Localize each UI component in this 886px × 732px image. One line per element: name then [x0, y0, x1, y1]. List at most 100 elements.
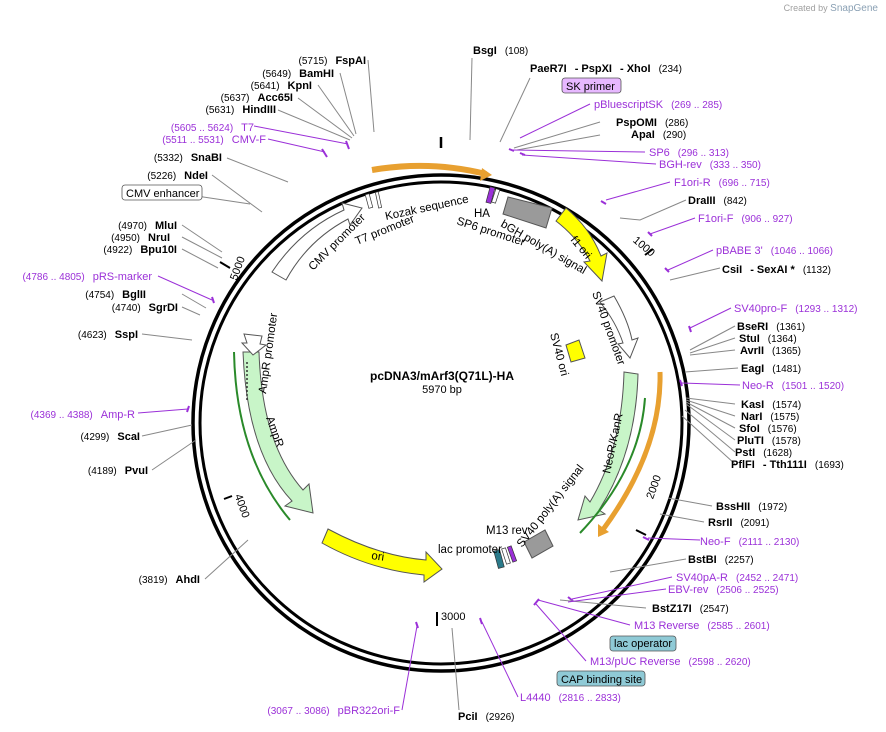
orf-arc-top-head: [480, 168, 492, 181]
enzyme-kpni: (5641)KpnI: [251, 80, 312, 92]
enzyme-eagi: EagI(1481): [741, 363, 801, 375]
label-ampr-promoter: AmpR promoter: [257, 312, 280, 394]
neor-orange-arc-head: [598, 524, 609, 537]
enzyme-pcii: PciI(2926): [458, 711, 514, 723]
sk-primer-label: SK primer: [566, 81, 615, 93]
label-ori: ori: [371, 550, 385, 564]
primer-f1ori-f: F1ori-F(906 .. 927): [698, 213, 793, 225]
tick-2000: 2000: [644, 473, 664, 500]
enzyme-pluti: PluTI(1578): [737, 435, 801, 447]
ampr-green-line: [233, 351, 291, 521]
enzyme-sspi: (4623)SspI: [78, 329, 138, 341]
enzyme-bstz17i: BstZ17I(2547): [652, 603, 729, 615]
primer-ebv-rev: EBV-rev(2506 .. 2525): [668, 584, 779, 596]
enzyme-bsgi: BsgI(108): [473, 45, 528, 57]
primer-t7: (5605 .. 5624)T7: [171, 122, 254, 134]
enzyme-bglii: (4754)BglII: [85, 289, 146, 301]
enzyme-tth111i: PflFI- Tth111I(1693): [731, 459, 844, 471]
enzyme-avrii: AvrII(1365): [740, 345, 801, 357]
enzyme-ahdi: (3819)AhdI: [139, 574, 200, 586]
lac-operator-label-box: lac operator: [609, 635, 677, 652]
enzyme-bstbi: BstBI(2257): [688, 554, 754, 566]
m13-rev-box: [506, 545, 518, 563]
enzyme-hindiii: (5631)HindIII: [205, 104, 276, 116]
primer-m13-puc-reverse: M13/pUC Reverse(2598 .. 2620): [590, 656, 751, 668]
enzyme-sexai: CsiI- SexAI *(1132): [722, 264, 831, 276]
f1ori-arrow: [555, 207, 608, 283]
orf-arc-top: [371, 162, 487, 177]
label-lac-promoter: lac promoter: [438, 544, 502, 556]
sv40-promoter-arrow: [599, 295, 639, 359]
enzyme-pvui: (4189)PvuI: [88, 465, 148, 477]
enzyme-leader-lines: [141, 57, 739, 711]
primer-pbluescriptsk: pBluescriptSK(269 .. 285): [594, 99, 722, 111]
plasmid-length: 5970 bp: [422, 384, 462, 396]
neor-arrow: [577, 371, 639, 521]
cmv-enhancer-box: CMV enhancer: [121, 184, 203, 201]
enzyme-sfoi: SfoI(1576): [739, 423, 797, 435]
created-by-text: Created by: [783, 3, 828, 13]
enzyme-ndei: (5226)NdeI: [147, 170, 208, 182]
sv40-polya-box: [523, 529, 554, 559]
ha-box: [485, 186, 496, 204]
enzyme-bpu10i: (4922)Bpu10I: [103, 244, 177, 256]
neor-green-line: [579, 397, 646, 534]
ampr-promoter-arrow: [240, 333, 268, 356]
enzyme-bsshii: BssHII(1972): [716, 501, 787, 513]
snapgene-watermark: Created by SnapGene: [784, 3, 878, 14]
primer-sv40pa-r: SV40pA-R(2452 .. 2471): [676, 572, 798, 584]
plasmid-name: pcDNA3/mArf3(Q71L)-HA: [370, 369, 514, 383]
primer-bgh-rev: BGH-rev(333 .. 350): [659, 159, 761, 171]
tick-1000: 1000: [630, 234, 656, 259]
enzyme-pspomi: PspOMI(286): [616, 117, 688, 129]
cmv-enhancer-label: CMV enhancer: [126, 188, 200, 200]
enzyme-kasi: KasI(1574): [741, 399, 801, 411]
neor-orange-arc: [599, 371, 663, 533]
cap-site-label: CAP binding site: [561, 674, 642, 686]
primer-neo-f: Neo-F(2111 .. 2130): [700, 536, 799, 548]
primer-prs-marker: (4786 .. 4805)pRS-marker: [22, 271, 152, 283]
backbone-inner: [198, 180, 684, 666]
primer-pbr322ori-f: (3067 .. 3086)pBR322ori-F: [267, 705, 400, 717]
enzyme-psti: PstI(1628): [735, 447, 792, 459]
label-m13rev: M13 rev: [486, 525, 528, 537]
primer-f1ori-r: F1ori-R(696 .. 715): [674, 177, 770, 189]
primer-cmv-f: (5511 .. 5531)CMV-F: [162, 134, 266, 146]
tick-4000: 4000: [232, 493, 252, 520]
enzyme-fspai: (5715)FspAI: [299, 55, 366, 67]
sv40-ori-box: [565, 339, 586, 363]
primer-sp6: SP6(296 .. 313): [649, 147, 729, 159]
primer-pbabe3: pBABE 3'(1046 .. 1066): [716, 245, 833, 257]
lac-operator-label: lac operator: [614, 638, 672, 650]
primer-neo-r: Neo-R(1501 .. 1520): [742, 380, 844, 392]
enzyme-nrui: (4950)NruI: [111, 232, 170, 244]
enzyme-bamhi: (5649)BamHI: [262, 68, 334, 80]
enzyme-nari: NarI(1575): [741, 411, 799, 423]
tick-3000: 3000: [441, 611, 465, 623]
enzyme-apai: ApaI(290): [631, 129, 686, 141]
enzyme-snabi: (5332)SnaBI: [154, 152, 222, 164]
primer-amp-r: (4369 .. 4388)Amp-R: [31, 409, 136, 421]
enzyme-draiii: DraIII(842): [688, 195, 747, 207]
sp6-box: [491, 188, 501, 204]
enzyme-stui: StuI(1364): [739, 333, 797, 345]
primer-l4440: L4440(2816 .. 2833): [520, 692, 621, 704]
label-sv40-ori: SV40 ori: [547, 332, 570, 378]
enzyme-acc65i: (5637)Acc65I: [221, 92, 293, 104]
snapgene-logo-text: SnapGene: [830, 3, 878, 14]
ori-arrow: [321, 528, 443, 583]
enzyme-mlui: (4970)MluI: [118, 220, 177, 232]
position-ticks: [219, 248, 654, 626]
enzyme-rsrii: RsrII(2091): [708, 517, 769, 529]
primer-sv40pro-f: SV40pro-F(1293 .. 1312): [734, 303, 857, 315]
cap-site-box: CAP binding site: [556, 670, 646, 687]
sk-primer-box: SK primer: [561, 77, 622, 94]
primer-leader-lines: [137, 103, 741, 711]
lac-promoter-box: [493, 549, 505, 569]
enzyme-sgrdi: (4740)SgrDI: [112, 302, 178, 314]
primer-m13-reverse: M13 Reverse(2585 .. 2601): [634, 620, 770, 632]
enzyme-xhoi: PaeR7I- PspXI- XhoI(234): [530, 63, 682, 75]
ampr-arrow: [242, 351, 314, 514]
label-ha: HA: [474, 208, 490, 220]
